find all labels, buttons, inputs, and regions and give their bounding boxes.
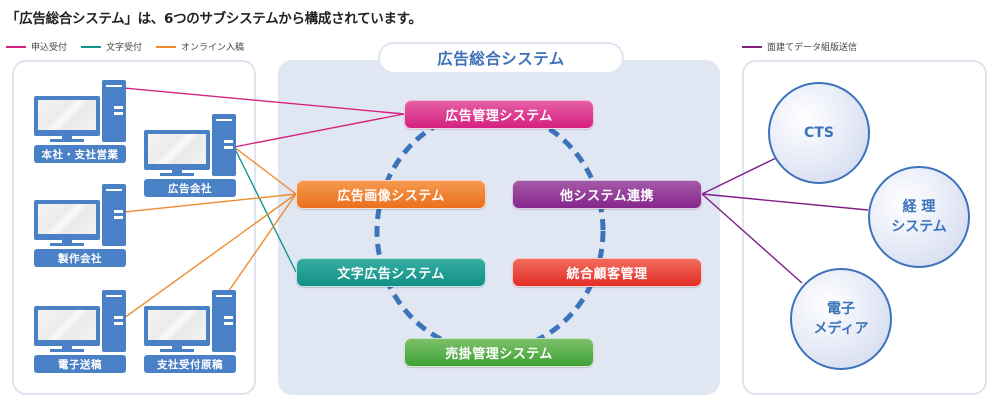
client-label: 製作会社 bbox=[34, 249, 126, 267]
external-label: CTS bbox=[804, 124, 834, 141]
subsystem-ad-image[interactable]: 広告画像システム bbox=[296, 180, 486, 209]
pc-tower-icon bbox=[212, 114, 236, 176]
monitor-icon bbox=[34, 96, 100, 136]
external-label: 電子 bbox=[827, 300, 855, 317]
client-label: 本社・支社営業 bbox=[34, 145, 126, 163]
legend-item-online-submission: オンライン入稿 bbox=[156, 40, 244, 53]
external-label: 経 理 bbox=[902, 198, 936, 215]
legend-swatch bbox=[156, 45, 177, 48]
external-label: メディア bbox=[813, 321, 869, 337]
monitor-icon bbox=[34, 306, 100, 346]
legend-left: 申込受付 文字受付 オンライン入稿 bbox=[6, 40, 258, 53]
legend-item-layout-transmission: 面建てデータ組版送信 bbox=[742, 40, 857, 53]
legend-label: オンライン入稿 bbox=[181, 43, 245, 53]
client-label: 電子送稿 bbox=[34, 355, 126, 373]
monitor-icon bbox=[34, 200, 100, 240]
headline: 「広告総合システム」は、6つのサブシステムから構成されています。 bbox=[6, 11, 422, 27]
legend-label: 申込受付 bbox=[31, 43, 68, 53]
client-e-submission[interactable]: 電子送稿 bbox=[34, 290, 126, 374]
subsystem-text-ad[interactable]: 文字広告システム bbox=[296, 258, 486, 287]
subsystem-customer-management[interactable]: 統合顧客管理 bbox=[512, 258, 702, 287]
subsystem-other-linkage[interactable]: 他システム連携 bbox=[512, 180, 702, 209]
pc-tower-icon bbox=[102, 184, 126, 246]
client-branch-manuscript[interactable]: 支社受付原稿 bbox=[144, 290, 236, 374]
client-label: 支社受付原稿 bbox=[144, 355, 236, 373]
legend-item-text-reception: 文字受付 bbox=[81, 40, 142, 53]
external-cts[interactable]: CTS bbox=[768, 82, 870, 184]
client-ad-agency[interactable]: 広告会社 bbox=[144, 114, 236, 198]
pc-tower-icon bbox=[102, 80, 126, 142]
pc-tower-icon bbox=[212, 290, 236, 352]
subsystem-ad-management[interactable]: 広告管理システム bbox=[404, 100, 594, 129]
legend-swatch bbox=[742, 45, 762, 48]
client-hq-sales[interactable]: 本社・支社営業 bbox=[34, 80, 126, 164]
legend-label: 面建てデータ組版送信 bbox=[767, 43, 858, 53]
monitor-icon bbox=[144, 306, 210, 346]
external-label: システム bbox=[891, 219, 947, 235]
pc-tower-icon bbox=[102, 290, 126, 352]
system-title: 広告総合システム bbox=[378, 42, 624, 74]
external-accounting[interactable]: 経 理 システム bbox=[868, 166, 970, 268]
legend-swatch bbox=[6, 45, 26, 48]
external-e-media[interactable]: 電子 メディア bbox=[790, 268, 892, 370]
client-label: 広告会社 bbox=[144, 179, 236, 197]
monitor-icon bbox=[144, 130, 210, 170]
subsystem-accounts-receivable[interactable]: 売掛管理システム bbox=[404, 338, 594, 367]
client-production[interactable]: 製作会社 bbox=[34, 184, 126, 268]
legend-item-application: 申込受付 bbox=[6, 40, 67, 53]
legend-swatch bbox=[81, 45, 102, 48]
legend-label: 文字受付 bbox=[106, 43, 143, 53]
legend-right: 面建てデータ組版送信 bbox=[742, 40, 871, 53]
